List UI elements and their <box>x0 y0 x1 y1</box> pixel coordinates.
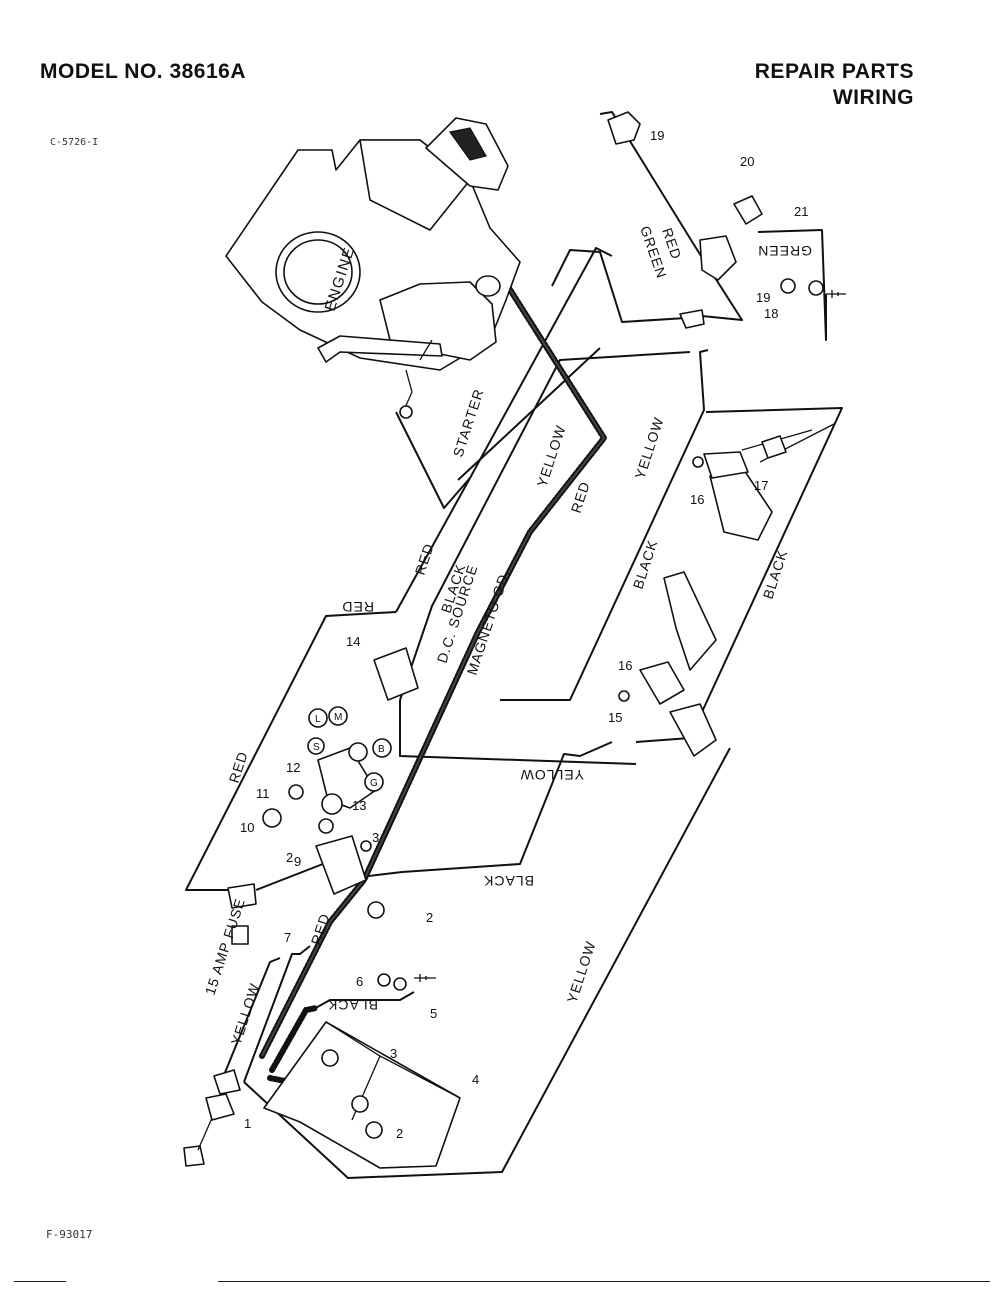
part-numbers: 1 2 2 2 3 3 4 5 6 7 9 10 11 12 13 14 15 … <box>240 128 808 1141</box>
engine-assembly: ENGINE STARTER <box>225 117 521 459</box>
section-subtitle: WIRING <box>832 86 914 109</box>
wire-yellow-left <box>221 957 281 1081</box>
wire-red-left-loop <box>185 611 397 891</box>
part-2b: 2 <box>286 850 293 865</box>
label-red-left-diag: RED <box>412 541 437 577</box>
part-2c: 2 <box>426 910 433 925</box>
wire-lead-battery <box>311 991 415 1011</box>
wire-green-red-loop <box>551 111 743 323</box>
part-2a: 2 <box>396 1126 403 1141</box>
label-yellow-center: YELLOW <box>534 423 569 489</box>
part-21: 21 <box>794 204 808 219</box>
wire-yellow-mid <box>399 700 637 765</box>
wire-yellow-fuse <box>243 945 311 1083</box>
part-16a: 16 <box>618 658 632 673</box>
label-yellow-bottom: YELLOW <box>564 939 599 1005</box>
light-bulb <box>733 195 763 225</box>
part-19b: 19 <box>756 290 770 305</box>
ignition-switch <box>317 747 377 809</box>
part-3b: 3 <box>372 830 379 845</box>
wire-yellow-bottom-loop <box>243 747 731 1179</box>
wire-starter-lead <box>395 347 601 509</box>
terminal-l: L <box>315 714 321 725</box>
exhaust-pipe <box>317 335 443 363</box>
label-green-right: GREEN <box>757 243 812 259</box>
terminal-m: M <box>334 712 342 723</box>
label-red-center: RED <box>568 479 593 515</box>
part-19a: 19 <box>650 128 664 143</box>
battery-cable-end <box>205 1093 235 1121</box>
footer-rule-right <box>218 1281 990 1282</box>
wire-yellow-upper <box>399 351 691 701</box>
terminal-s: S <box>313 742 320 753</box>
label-yellow-right: YELLOW <box>632 415 667 481</box>
part-3a: 3 <box>390 1046 397 1061</box>
part-17: 17 <box>754 478 768 493</box>
part-4: 4 <box>472 1072 479 1087</box>
ignition-area: S L M B G <box>227 647 419 945</box>
wire-connector <box>679 309 705 329</box>
wire-black-lower <box>335 741 613 881</box>
label-black-mid-flipped: BLACK <box>483 873 534 889</box>
part-12: 12 <box>286 760 300 775</box>
battery-assembly <box>183 973 461 1169</box>
label-red-flipped: RED <box>341 599 374 615</box>
wire-labels: RED GREEN GREEN YELLOW RED YELLOW RED BL… <box>202 224 812 1047</box>
ground-screw <box>780 278 796 294</box>
part-11: 11 <box>256 786 270 801</box>
part-7: 7 <box>284 930 291 945</box>
part-18: 18 <box>764 306 778 321</box>
drawing-code-bottom: F-93017 <box>46 1228 93 1241</box>
drawing-code-top: C-5726-I <box>50 137 99 148</box>
light-socket-top <box>607 111 641 145</box>
section-title: REPAIR PARTS <box>754 60 914 83</box>
key-knob <box>321 793 343 815</box>
part-1: 1 <box>244 1116 251 1131</box>
model-number: MODEL NO. 38616A <box>40 60 247 83</box>
label-black-right: BLACK <box>630 538 661 591</box>
ground-symbol-battery <box>414 974 436 982</box>
starter-solenoid-9 <box>315 835 367 895</box>
wire-black-loop <box>635 407 843 743</box>
solenoid-14 <box>373 647 419 701</box>
light-socket-lower <box>699 235 737 281</box>
light-assembly <box>607 111 846 329</box>
brake-pedal-bracket <box>663 571 717 671</box>
fuse-holder <box>227 883 257 909</box>
part-6: 6 <box>356 974 363 989</box>
part-10: 10 <box>240 820 254 835</box>
label-fuse: 15 AMP FUSE <box>202 896 248 997</box>
label-yellow-mid-flipped: YELLOW <box>520 767 584 783</box>
wire-red-upper <box>395 247 613 613</box>
wire-green-right <box>757 229 827 341</box>
part-16b: 16 <box>690 492 704 507</box>
part-9: 9 <box>294 854 301 869</box>
fuse <box>231 925 249 945</box>
safety-switches <box>618 423 835 757</box>
terminal-b: B <box>378 744 385 755</box>
footer-rule-left <box>14 1281 66 1282</box>
part-15: 15 <box>608 710 622 725</box>
wire-yellow-right <box>500 349 709 701</box>
starter-label: STARTER <box>450 386 487 459</box>
part-5: 5 <box>430 1006 437 1021</box>
wire-harness <box>185 111 843 1179</box>
part-14: 14 <box>346 634 360 649</box>
label-red-left: RED <box>226 749 251 785</box>
ground-terminal <box>808 280 824 296</box>
label-yellow-left: YELLOW <box>228 981 263 1047</box>
terminal-g: G <box>370 778 378 789</box>
ground-symbol-top <box>826 290 846 298</box>
part-20: 20 <box>740 154 754 169</box>
part-13: 13 <box>352 798 366 813</box>
label-black-battery: BLACK <box>327 997 378 1013</box>
label-black-far-right: BLACK <box>760 548 791 601</box>
interlock-switch-15 <box>639 661 685 705</box>
